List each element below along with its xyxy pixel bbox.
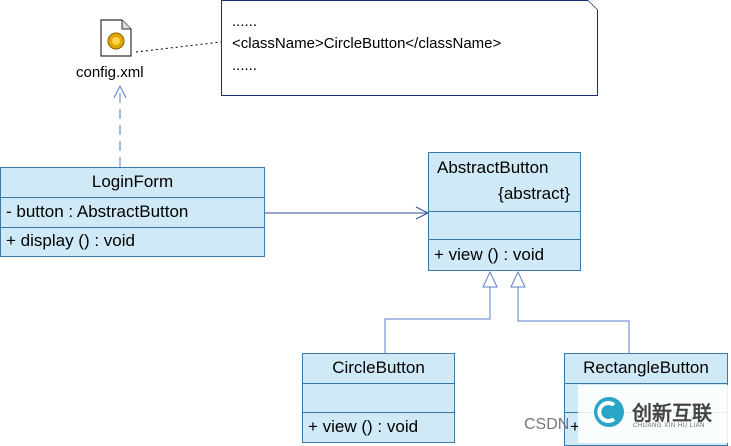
csdn-watermark: CSDN <box>524 416 570 433</box>
class-name: LoginForm <box>91 172 174 191</box>
class-abstractbutton: AbstractButton {abstract} + view () : vo… <box>428 152 581 271</box>
xml-file-icon <box>100 19 132 57</box>
class-name-section: AbstractButton {abstract} <box>429 153 580 211</box>
class-circlebutton: CircleButton + view () : void <box>302 353 455 443</box>
note-line-2: <className>CircleButton</className> <box>232 35 502 52</box>
attributes-section <box>565 383 727 412</box>
config-file-label: config.xml <box>76 64 144 81</box>
attributes-section: - button : AbstractButton <box>1 197 264 227</box>
operation-view: + view () : void <box>308 417 419 436</box>
operation-view: + <box>570 417 580 436</box>
class-loginform: LoginForm - button : AbstractButton + di… <box>0 167 265 257</box>
class-name: RectangleButton <box>583 358 709 377</box>
operation-display: + display () : void <box>6 231 135 250</box>
generalization-line-circle <box>384 287 491 353</box>
uml-note: ...... <className>CircleButton</classNam… <box>221 0 598 96</box>
generalization-arrowhead-rectangle <box>510 270 526 288</box>
note-line-3: ...... <box>232 57 258 74</box>
brand-subtitle: CHUANG XIN HU LIAN <box>633 423 706 429</box>
attribute-button: - button : AbstractButton <box>6 202 189 221</box>
note-line-1: ...... <box>232 13 258 30</box>
operations-section: + view () : void <box>429 239 580 270</box>
brand-watermark: 创新互联 CHUANG XIN HU LIAN <box>578 385 731 443</box>
generalization-arrowhead-circle <box>482 270 498 288</box>
attributes-section <box>303 383 454 412</box>
brand-logo-icon <box>594 397 624 427</box>
note-fold-corner <box>588 0 598 10</box>
operations-section: + display () : void <box>1 227 264 256</box>
class-stereotype: {abstract} <box>498 184 570 203</box>
generalization-line-rectangle <box>517 287 630 353</box>
attributes-section <box>429 211 580 239</box>
class-name: AbstractButton <box>437 158 549 177</box>
dependency-arrowhead <box>113 84 127 99</box>
operations-section: + view () : void <box>303 412 454 442</box>
operation-view: + view () : void <box>434 245 545 264</box>
note-anchor-line <box>135 41 222 53</box>
brand-name: 创新互联 <box>632 403 712 425</box>
class-name: CircleButton <box>332 358 425 377</box>
